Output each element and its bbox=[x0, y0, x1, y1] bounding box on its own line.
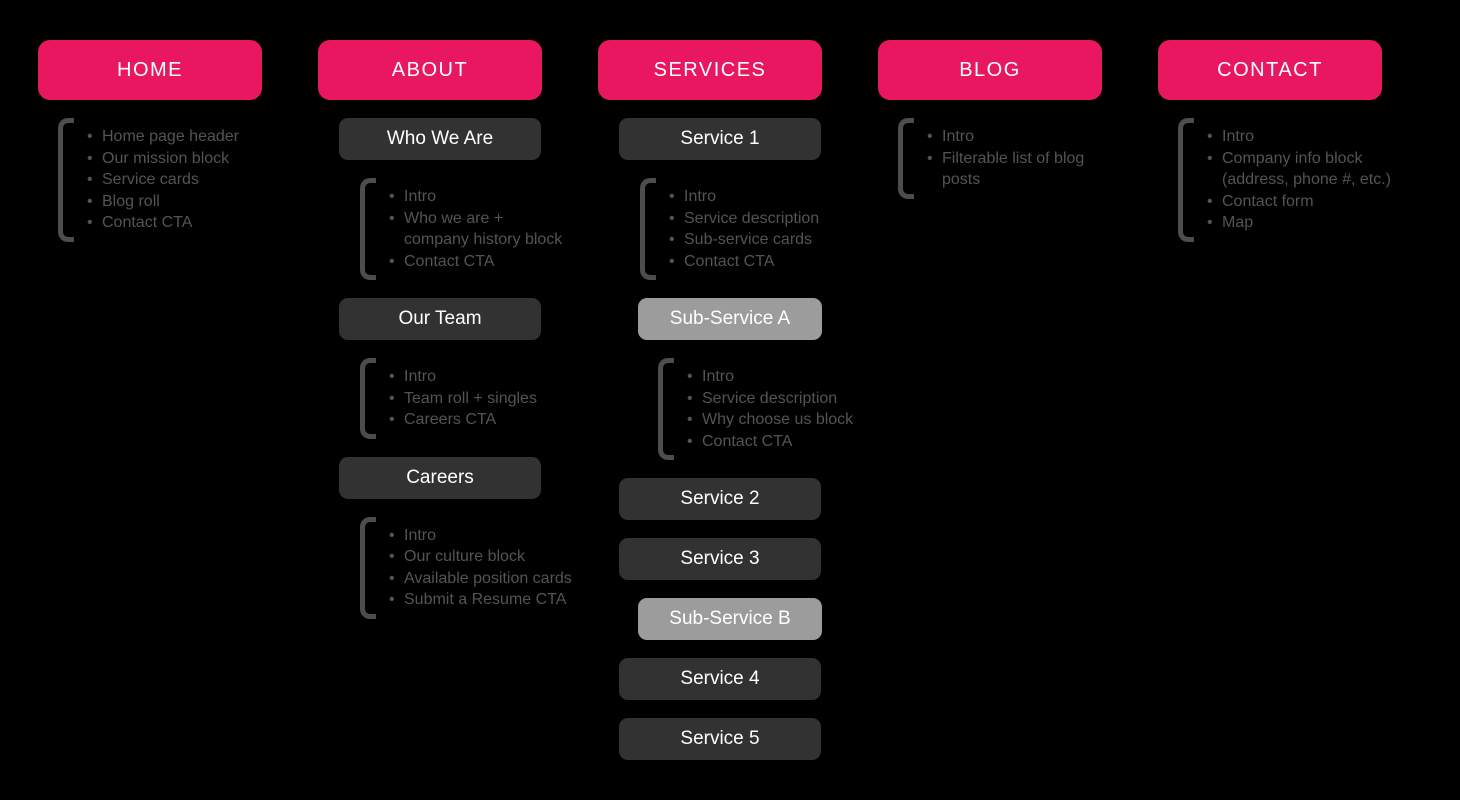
bullet-list: IntroCompany info block (address, phone … bbox=[1178, 118, 1391, 242]
bullet-list: IntroFilterable list of blog posts bbox=[898, 118, 1084, 199]
root-page-button-home[interactable]: HOME bbox=[38, 40, 262, 100]
bullet-group: IntroCompany info block (address, phone … bbox=[1178, 118, 1391, 242]
bullet-item: Intro bbox=[389, 186, 562, 208]
bullet-item: Who we are + company history block bbox=[389, 208, 562, 251]
bullet-list: IntroService descriptionWhy choose us bl… bbox=[658, 358, 853, 460]
bullet-item: Available position cards bbox=[389, 568, 572, 590]
bullet-item: Contact CTA bbox=[687, 431, 853, 453]
bracket-icon bbox=[360, 358, 376, 439]
bullet-group: IntroTeam roll + singlesCareers CTA bbox=[360, 358, 537, 439]
column-blog: BLOG IntroFilterable list of blog posts bbox=[878, 40, 1102, 199]
bullet-group: IntroOur culture blockAvailable position… bbox=[360, 516, 572, 619]
bullet-item: Filterable list of blog posts bbox=[927, 148, 1084, 191]
bullet-item: Our culture block bbox=[389, 546, 572, 568]
bullet-list: Home page headerOur mission blockService… bbox=[58, 118, 239, 242]
bullet-item: Sub-service cards bbox=[669, 229, 819, 251]
page-button-service-5[interactable]: Service 5 bbox=[619, 718, 821, 760]
bracket-icon bbox=[898, 118, 914, 199]
page-button-who-we-are[interactable]: Who We Are bbox=[339, 118, 541, 160]
bullet-list: IntroService descriptionSub-service card… bbox=[640, 178, 819, 280]
bullet-item: Submit a Resume CTA bbox=[389, 589, 572, 611]
bracket-icon bbox=[658, 358, 674, 460]
page-button-our-team[interactable]: Our Team bbox=[339, 298, 541, 340]
column-home: HOME Home page headerOur mission blockSer… bbox=[38, 40, 262, 242]
bullet-item: Intro bbox=[927, 126, 1084, 148]
bracket-icon bbox=[58, 118, 74, 242]
bracket-icon bbox=[1178, 118, 1194, 242]
bullet-item: Intro bbox=[389, 366, 537, 388]
bullet-item: Home page header bbox=[87, 126, 239, 148]
bullet-item: Careers CTA bbox=[389, 409, 537, 431]
root-page-button-about[interactable]: ABOUT bbox=[318, 40, 542, 100]
bullet-item: Contact form bbox=[1207, 191, 1391, 213]
root-page-button-contact[interactable]: CONTACT bbox=[1158, 40, 1382, 100]
page-button-service-3[interactable]: Service 3 bbox=[619, 538, 821, 580]
subpage-button-sub-service-a[interactable]: Sub-Service A bbox=[638, 298, 822, 340]
bullet-item: Contact CTA bbox=[389, 251, 562, 273]
bullet-group: Home page headerOur mission blockService… bbox=[58, 118, 239, 242]
bullet-item: Our mission block bbox=[87, 148, 239, 170]
bracket-icon bbox=[360, 178, 376, 280]
root-page-button-services[interactable]: SERVICES bbox=[598, 40, 822, 100]
bullet-group: IntroService descriptionWhy choose us bl… bbox=[658, 358, 853, 460]
bullet-item: Company info block (address, phone #, et… bbox=[1207, 148, 1391, 191]
bullet-item: Blog roll bbox=[87, 191, 239, 213]
page-button-service-4[interactable]: Service 4 bbox=[619, 658, 821, 700]
page-button-careers[interactable]: Careers bbox=[339, 456, 541, 499]
bullet-item: Service cards bbox=[87, 169, 239, 191]
bullet-list: IntroTeam roll + singlesCareers CTA bbox=[360, 358, 537, 439]
root-page-button-blog[interactable]: BLOG bbox=[878, 40, 1102, 100]
bracket-icon bbox=[640, 178, 656, 280]
bullet-item: Intro bbox=[389, 525, 572, 547]
column-contact: CONTACT IntroCompany info block (address,… bbox=[1158, 40, 1391, 242]
bullet-item: Why choose us block bbox=[687, 409, 853, 431]
bullet-item: Team roll + singles bbox=[389, 388, 537, 410]
bullet-item: Service description bbox=[687, 388, 853, 410]
bullet-group: IntroFilterable list of blog posts bbox=[898, 118, 1084, 199]
bullet-item: Contact CTA bbox=[669, 251, 819, 273]
bullet-item: Intro bbox=[1207, 126, 1391, 148]
bullet-group: IntroService descriptionSub-service card… bbox=[640, 178, 819, 280]
bracket-icon bbox=[360, 516, 376, 619]
bullet-list: IntroWho we are + company history blockC… bbox=[360, 178, 562, 280]
bullet-item: Intro bbox=[669, 186, 819, 208]
bullet-item: Intro bbox=[687, 366, 853, 388]
subpage-button-sub-service-b[interactable]: Sub-Service B bbox=[638, 598, 822, 640]
bullet-list: IntroOur culture blockAvailable position… bbox=[360, 517, 572, 619]
bullet-group: IntroWho we are + company history blockC… bbox=[360, 178, 562, 280]
page-button-service-2[interactable]: Service 2 bbox=[619, 478, 821, 520]
bullet-item: Contact CTA bbox=[87, 212, 239, 234]
page-button-service-1[interactable]: Service 1 bbox=[619, 118, 821, 160]
bullet-item: Service description bbox=[669, 208, 819, 230]
bullet-item: Map bbox=[1207, 212, 1391, 234]
